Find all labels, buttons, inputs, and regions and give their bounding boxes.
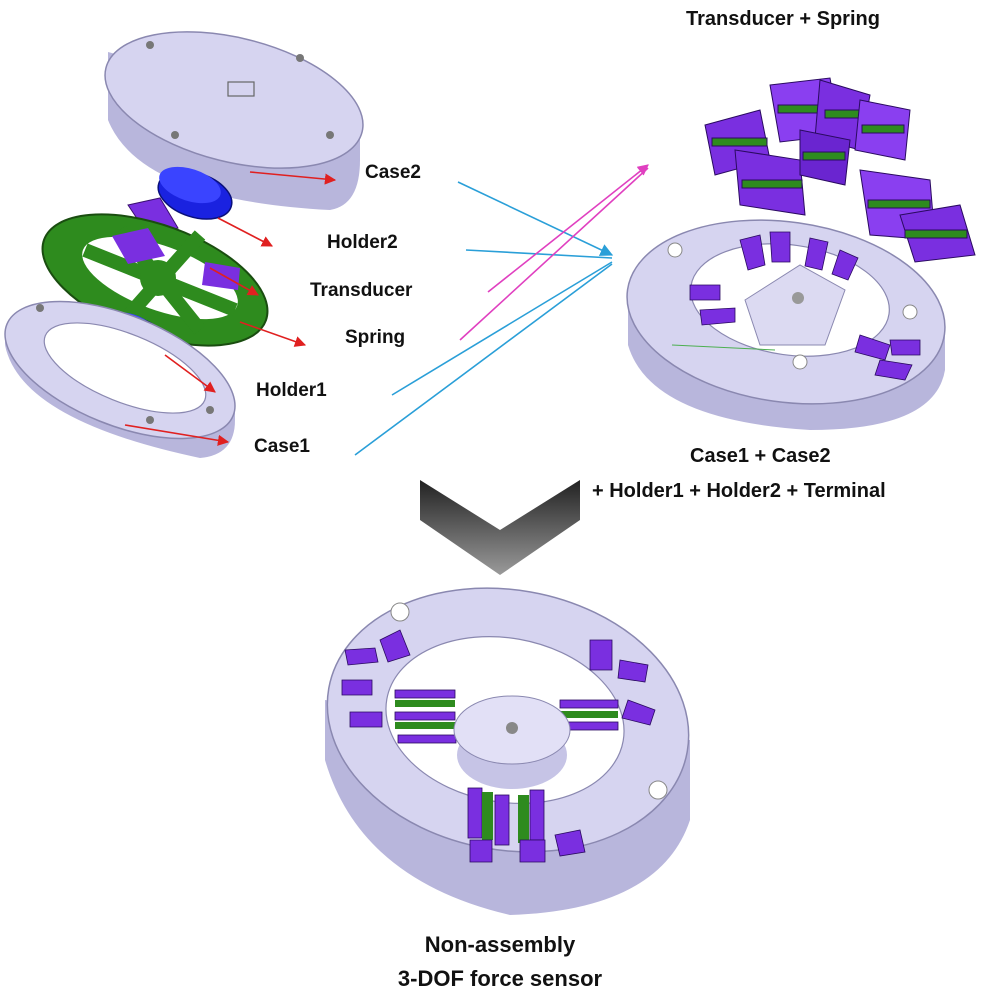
label-holder1: Holder1 xyxy=(256,380,327,401)
label-spring: Spring xyxy=(345,327,406,348)
assembly-down-arrow xyxy=(420,480,580,575)
holder2-part xyxy=(157,166,233,220)
caption-transducer-spring: Transducer + Spring xyxy=(686,8,880,30)
caption-case-line2: + Holder1 + Holder2 + Terminal xyxy=(592,480,886,502)
red-arrows xyxy=(124,171,337,446)
caption-sensor-line1: Non-assembly xyxy=(424,932,576,957)
label-case1: Case1 xyxy=(254,436,310,457)
label-transducer: Transducer xyxy=(310,280,413,301)
caption-case-line1: Case1 + Case2 xyxy=(690,445,831,467)
case-assembly-right xyxy=(626,219,946,430)
pink-connectors xyxy=(459,164,649,341)
caption-sensor-line2: 3-DOF force sensor xyxy=(397,966,603,991)
transducer-spring-cluster xyxy=(704,77,976,263)
final-sensor xyxy=(325,587,690,915)
blue-connectors xyxy=(354,181,614,456)
label-case2: Case2 xyxy=(365,162,421,183)
label-holder2: Holder2 xyxy=(327,232,398,253)
case1-part xyxy=(4,300,236,458)
